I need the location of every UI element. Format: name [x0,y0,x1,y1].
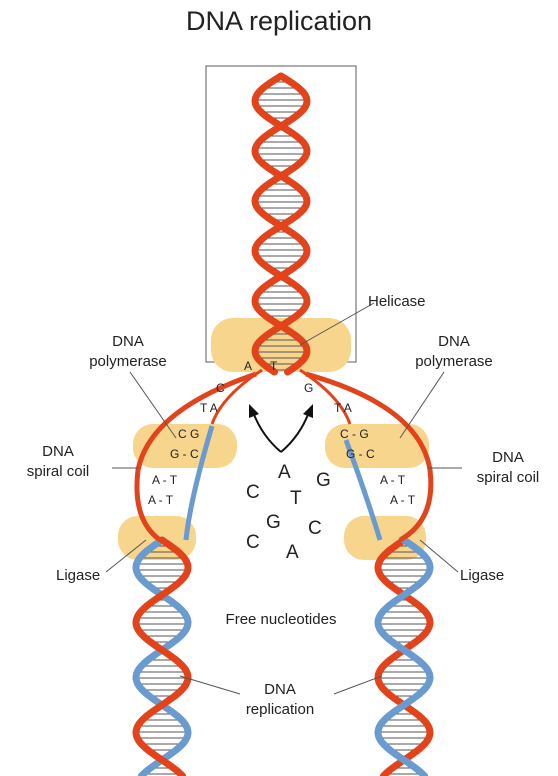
left-row-1: C G [178,427,199,441]
left-row-3: A - T [152,473,178,487]
helicase-pair-t: T [270,359,278,373]
right-row-4: A - T [390,493,416,507]
right-top-2: T A [334,401,352,415]
polymerase-left-line2: polymerase [78,352,178,372]
arrow-left-head [249,404,259,418]
replication-line2: replication [230,700,330,720]
spiral-left-line2: spiral coil [6,462,110,482]
arrow-right-head [303,404,313,418]
daughter-helix-right [378,540,430,776]
arrow-right [281,412,309,452]
spiral-left-label: DNA spiral coil [6,442,110,482]
free-nucleotide: T [290,488,302,509]
free-nucleotide: A [278,462,291,483]
polymerase-right-leader [400,372,444,438]
polymerase-left-label: DNA polymerase [78,332,178,372]
daughter-helix-left-strand-a [136,540,188,776]
spiral-right-line2: spiral coil [462,468,554,488]
helicase-pair-a: A [244,359,252,373]
free-nucleotide: G [266,512,281,533]
spiral-right-label: DNA spiral coil [462,448,554,488]
free-nucleotide: C [246,482,260,503]
arrow-left [253,412,281,452]
polymerase-right-line2: polymerase [400,352,508,372]
helicase-label: Helicase [368,292,426,312]
daughter-helix-right-strand-a [378,540,430,776]
polymerase-right-label: DNA polymerase [400,332,508,372]
daughter-helix-left [136,540,188,776]
daughter-helix-left-strand-b [136,540,188,776]
left-row-4: A - T [148,493,174,507]
polymerase-right-line1: DNA [400,332,508,352]
replication-leader-right [334,676,382,694]
right-row-2: G - C [346,447,375,461]
free-nucleotide: C [308,518,322,539]
polymerase-left-line1: DNA [78,332,178,352]
replication-line1: DNA [230,680,330,700]
right-top-1: G [304,381,313,395]
left-row-2: G - C [170,447,199,461]
replication-label: DNA replication [230,680,330,720]
daughter-helix-right-strand-b [378,540,430,776]
free-nucleotide: A [286,542,299,563]
free-nucleotides-label: Free nucleotides [206,610,356,630]
ligase-right-label: Ligase [460,566,504,586]
right-row-3: A - T [380,473,406,487]
left-top-2: T A [200,401,218,415]
free-nucleotide: C [246,532,260,553]
left-top-1: C [216,381,225,395]
ligase-left-label: Ligase [56,566,100,586]
spiral-left-line1: DNA [6,442,110,462]
spiral-right-line1: DNA [462,448,554,468]
right-row-1: C - G [340,427,369,441]
free-nucleotide: G [316,470,331,491]
